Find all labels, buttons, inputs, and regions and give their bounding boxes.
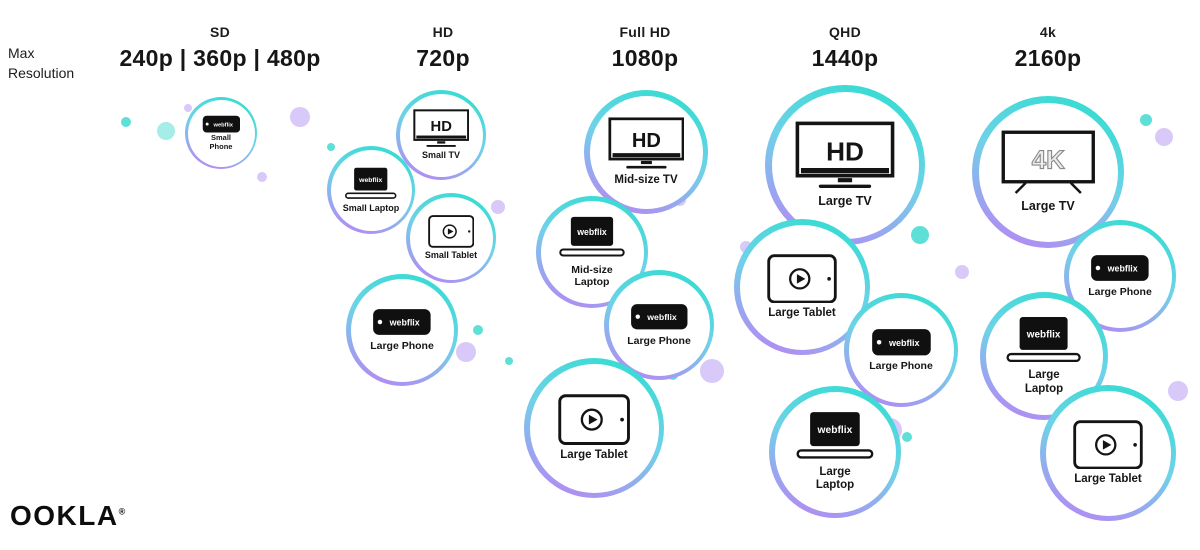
decorative-dot: [257, 172, 267, 182]
decorative-dot: [902, 432, 912, 442]
column-header-fullhd: Full HD 1080p: [612, 24, 679, 72]
bubble-4k-large-phone: Large Phone: [1064, 220, 1176, 332]
bubble-4k-large-tv: Large TV: [972, 96, 1124, 248]
column-header-qhd: QHD 1440p: [812, 24, 879, 72]
column-header-4k: 4k 2160p: [1015, 24, 1082, 72]
axis-label: Max Resolution: [8, 45, 75, 81]
tablet-icon: [558, 394, 630, 445]
phone-icon: [202, 115, 241, 133]
resolution-values: 1440p: [811, 45, 879, 71]
ookla-logo-text: OOKLA: [10, 500, 119, 531]
tablet-icon: [428, 215, 474, 248]
tv-icon: [413, 109, 469, 148]
laptop-icon: [795, 411, 875, 462]
bubble-label: Large Phone: [1088, 285, 1152, 298]
category-label: Full HD: [619, 24, 671, 40]
laptop-icon: [558, 216, 626, 259]
decorative-dot: [700, 359, 724, 383]
bubble-hd-small-tablet: Small Tablet: [406, 193, 496, 283]
bubble-label: Large Tablet: [560, 449, 628, 462]
category-label: 4k: [1039, 24, 1057, 40]
column-header-hd: HD 720p: [416, 24, 470, 72]
bubble-label: Large Tablet: [768, 307, 836, 320]
decorative-dot: [491, 200, 505, 214]
phone-icon: [372, 308, 432, 336]
bubble-label: Small Tablet: [424, 250, 478, 261]
tv-4k-icon: [1001, 130, 1096, 195]
registered-mark: ®: [118, 506, 127, 517]
decorative-dot: [505, 357, 513, 365]
bubble-label: Small TV: [421, 150, 460, 161]
resolution-values: 1080p: [611, 45, 679, 71]
category-label: SD: [209, 24, 231, 40]
decorative-dot: [1168, 381, 1188, 401]
bubble-hd-small-laptop: Small Laptop: [327, 146, 415, 234]
bubble-label: Large Phone: [627, 334, 691, 347]
bubble-label: Mid-size Laptop: [571, 263, 613, 288]
decorative-dot: [327, 143, 335, 151]
bubble-label: Mid-size TV: [614, 173, 678, 186]
bubble-label: Large Tablet: [1074, 473, 1142, 486]
bubble-fullhd-large-tablet: Large Tablet: [524, 358, 664, 498]
resolution-values: 2160p: [1014, 45, 1082, 71]
bubble-4k-large-tablet: Large Tablet: [1040, 385, 1176, 521]
bubble-qhd-large-tv: Large TV: [765, 85, 925, 245]
tv-icon: [608, 117, 685, 170]
phone-icon: [630, 303, 689, 330]
decorative-dot: [911, 226, 929, 244]
bubble-label: Large TV: [1021, 199, 1075, 214]
tablet-icon: [1073, 420, 1143, 470]
bubble-label: Large Phone: [869, 360, 933, 373]
decorative-dot: [184, 104, 192, 112]
bubble-label: Large Phone: [370, 339, 434, 352]
bubble-label: Small Laptop: [342, 202, 400, 213]
resolution-values: 240p | 360p | 480p: [119, 45, 321, 71]
bubble-qhd-large-laptop: Large Laptop: [769, 386, 901, 518]
decorative-dot: [1155, 128, 1173, 146]
phone-icon: [871, 328, 932, 357]
bubble-label: Large Laptop: [1024, 369, 1064, 395]
laptop-icon: [1005, 316, 1082, 365]
tv-icon: [795, 121, 895, 190]
bubble-label: Small Phone: [209, 132, 233, 151]
category-label: HD: [432, 24, 454, 40]
bubble-fullhd-large-phone: Large Phone: [604, 270, 714, 380]
decorative-dot: [1140, 114, 1152, 126]
bubble-label: Large TV: [818, 194, 872, 209]
tablet-icon: [767, 254, 837, 304]
bubble-label: Large Laptop: [815, 466, 855, 492]
decorative-dot: [456, 342, 476, 362]
phone-icon: [1090, 254, 1150, 282]
decorative-dot: [955, 265, 969, 279]
decorative-dot: [121, 117, 131, 127]
bubble-fullhd-midsize-tv: Mid-size TV: [584, 90, 708, 214]
decorative-dot: [290, 107, 310, 127]
bubble-hd-large-phone: Large Phone: [346, 274, 458, 386]
bubble-qhd-large-phone: Large Phone: [844, 293, 958, 407]
bubble-hd-small-tv: Small TV: [396, 90, 486, 180]
category-label: QHD: [828, 24, 861, 40]
laptop-icon: [344, 167, 397, 201]
decorative-dot: [473, 325, 483, 335]
ookla-logo: OOKLA®: [10, 500, 127, 532]
resolution-values: 720p: [416, 45, 470, 71]
decorative-dot: [157, 122, 175, 140]
bubble-sd-small-phone: Small Phone: [185, 97, 257, 169]
column-header-sd: SD 240p | 360p | 480p: [119, 24, 320, 72]
